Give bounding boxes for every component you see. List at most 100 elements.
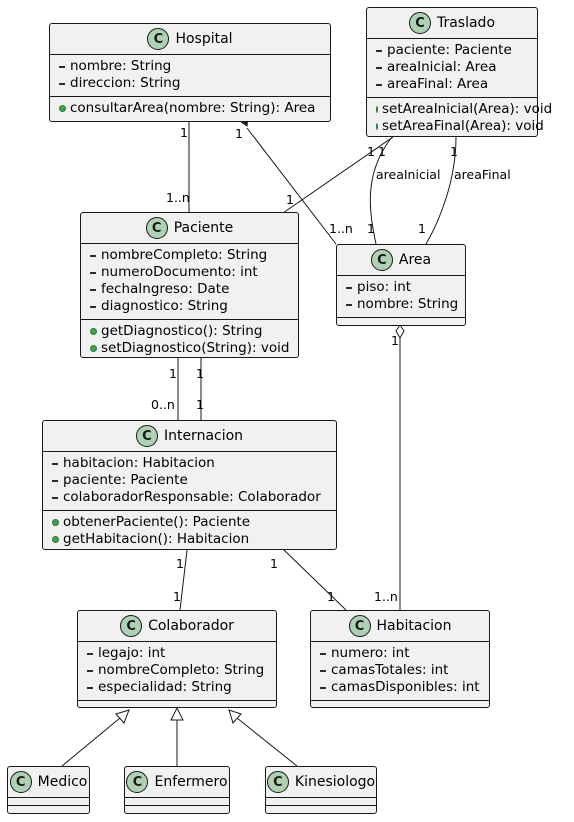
- attribute-row: fechaIngreso: Date: [81, 281, 298, 298]
- attribute-row: nombre: String: [50, 58, 330, 75]
- attribute-row: colaboradorResponsable: Colaborador: [43, 489, 336, 506]
- attributes-section: paciente: Paciente areaInicial: Area are…: [367, 39, 537, 98]
- class-header: C Medico: [8, 767, 89, 798]
- edge-traslado-areainicial: [369, 136, 393, 245]
- class-header: C Internacion: [43, 421, 336, 452]
- attribute-row: areaInicial: Area: [367, 59, 537, 76]
- class-paciente[interactable]: C Paciente nombreCompleto: String numero…: [80, 212, 299, 358]
- edge-hospital-area: [246, 127, 337, 245]
- multiplicity-label: 1: [367, 144, 375, 159]
- class-name: Traslado: [436, 15, 496, 31]
- attribute-row: habitacion: Habitacion: [43, 455, 336, 472]
- class-header: C Area: [337, 245, 465, 276]
- class-header: C Paciente: [81, 213, 298, 244]
- class-icon: C: [135, 425, 158, 447]
- methods-section: consultarArea(nombre: String): Area: [50, 97, 330, 121]
- class-header: C Traslado: [367, 8, 537, 39]
- class-name: Area: [398, 252, 432, 268]
- private-visibility-icon: [346, 286, 352, 289]
- methods-section: [125, 806, 229, 813]
- private-visibility-icon: [376, 83, 382, 86]
- attribute-row: piso: int: [337, 279, 465, 296]
- method-row: obtenerPaciente(): Paciente: [43, 514, 336, 531]
- inheritance-arrow-medico: [115, 709, 130, 724]
- private-visibility-icon: [320, 669, 326, 672]
- multiplicity-label: 1: [286, 192, 294, 207]
- class-header: C Kinesiologo: [266, 767, 376, 798]
- attributes-section: legajo: int nombreCompleto: String espec…: [78, 642, 276, 701]
- private-visibility-icon: [376, 66, 382, 69]
- edge-internacion-habitacion: [283, 549, 347, 611]
- inheritance-arrow-enfermero: [170, 706, 184, 721]
- attributes-section: nombre: String direccion: String: [50, 55, 330, 97]
- class-header: C Hospital: [50, 24, 330, 55]
- attribute-row: paciente: Paciente: [43, 472, 336, 489]
- private-visibility-icon: [346, 303, 352, 306]
- class-medico[interactable]: C Medico: [7, 766, 90, 814]
- class-icon: C: [266, 771, 289, 793]
- private-visibility-icon: [59, 65, 65, 68]
- multiplicity-label: 1..n: [374, 589, 398, 604]
- class-icon: C: [9, 771, 32, 793]
- class-icon: C: [408, 12, 431, 34]
- public-visibility-icon: [90, 345, 97, 352]
- class-internacion[interactable]: C Internacion habitacion: Habitacion pac…: [42, 420, 337, 550]
- class-header: C Enfermero: [125, 767, 229, 798]
- edge-traslado-areafinal: [425, 136, 457, 245]
- class-icon: C: [145, 217, 168, 239]
- attributes-section: piso: int nombre: String: [337, 276, 465, 318]
- class-area[interactable]: C Area piso: int nombre: String: [336, 244, 466, 326]
- class-hospital[interactable]: C Hospital nombre: String direccion: Str…: [49, 23, 331, 122]
- class-colaborador[interactable]: C Colaborador legajo: int nombreCompleto…: [77, 610, 277, 708]
- class-name: Kinesiologo: [294, 774, 376, 790]
- role-label: areaInicial: [376, 167, 441, 182]
- inheritance-arrow-kinesiologo: [228, 709, 242, 724]
- class-traslado[interactable]: C Traslado paciente: Paciente areaInicia…: [366, 7, 552, 139]
- private-visibility-icon: [90, 271, 96, 274]
- class-icon: C: [126, 771, 149, 793]
- methods-section: setAreaInicial(Area): void setAreaFinal(…: [367, 98, 552, 139]
- methods-section: [311, 701, 489, 708]
- class-enfermero[interactable]: C Enfermero: [124, 766, 230, 814]
- public-visibility-icon: [376, 106, 378, 113]
- class-name: Colaborador: [148, 618, 234, 634]
- private-visibility-icon: [87, 686, 93, 689]
- public-visibility-icon: [52, 519, 59, 526]
- multiplicity-label: 1: [196, 366, 204, 381]
- edge-traslado-paciente: [282, 136, 394, 214]
- private-visibility-icon: [52, 462, 58, 465]
- attributes-section: [125, 798, 229, 806]
- attribute-row: camasDisponibles: int: [311, 679, 489, 696]
- attribute-row: nombreCompleto: String: [78, 662, 276, 679]
- attribute-row: legajo: int: [78, 645, 276, 662]
- methods-section: getDiagnostico(): String setDiagnostico(…: [81, 320, 298, 361]
- multiplicity-label: 1: [450, 144, 458, 159]
- class-name: Enfermero: [154, 774, 228, 790]
- attribute-row: direccion: String: [50, 75, 330, 92]
- private-visibility-icon: [320, 652, 326, 655]
- multiplicity-label: 1..n: [166, 190, 190, 205]
- multiplicity-label: 1: [327, 589, 335, 604]
- multiplicity-label: 1: [176, 556, 184, 571]
- method-row: getDiagnostico(): String: [81, 323, 298, 340]
- private-visibility-icon: [90, 288, 96, 291]
- methods-section: [8, 806, 89, 813]
- multiplicity-label: 1: [367, 221, 375, 236]
- methods-section: [266, 806, 376, 813]
- class-habitacion[interactable]: C Habitacion numero: int camasTotales: i…: [310, 610, 490, 708]
- class-icon: C: [147, 28, 170, 50]
- multiplicity-label: 1: [235, 126, 243, 141]
- class-header: C Habitacion: [311, 611, 489, 642]
- method-row: consultarArea(nombre: String): Area: [50, 100, 330, 117]
- private-visibility-icon: [90, 305, 96, 308]
- class-name: Habitacion: [376, 618, 452, 634]
- method-row: setAreaFinal(Area): void: [367, 118, 544, 135]
- public-visibility-icon: [376, 123, 378, 130]
- methods-section: [337, 318, 465, 325]
- private-visibility-icon: [376, 49, 382, 52]
- attribute-row: especialidad: String: [78, 679, 276, 696]
- multiplicity-label: 1: [391, 333, 399, 348]
- attribute-row: numeroDocumento: int: [81, 264, 298, 281]
- class-kinesiologo[interactable]: C Kinesiologo: [265, 766, 377, 814]
- method-row: getHabitacion(): Habitacion: [43, 531, 336, 548]
